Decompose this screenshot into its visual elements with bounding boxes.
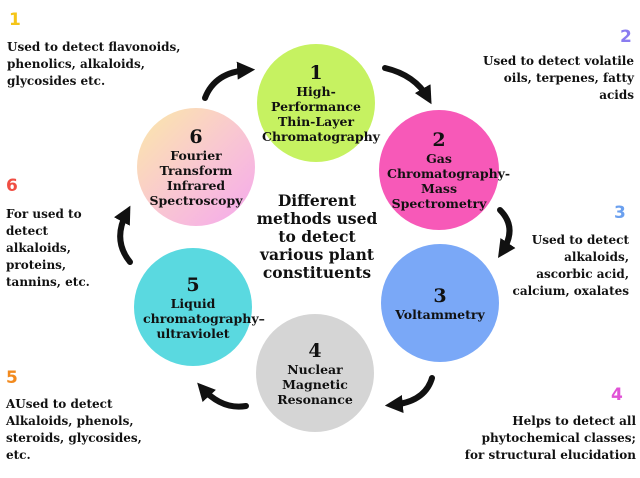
- method-number: 2: [432, 129, 446, 151]
- method-name: Fourier Transform Infrared Spectroscopy: [149, 148, 243, 208]
- side-text-2: Used to detect volatile oils, terpenes, …: [483, 54, 634, 102]
- side-text-1: Used to detect flavonoids, phenolics, al…: [7, 40, 181, 88]
- method-name: Voltammetry: [395, 306, 485, 322]
- method-circle-2: 2 Gas Chromatography-Mass Spectrometry: [379, 110, 511, 230]
- arrow-1-to-2: [382, 65, 432, 105]
- method-number: 3: [433, 284, 447, 307]
- method-number: 6: [189, 126, 203, 148]
- side-text-3: Used to detect alkaloids, ascorbic acid,…: [512, 233, 629, 298]
- method-circle-5: 5 Liquid chromatography–ultraviolet: [134, 248, 265, 366]
- method-name: Gas Chromatography-Mass Spectrometry: [387, 151, 511, 211]
- arrow-6-to-1: [202, 61, 256, 101]
- method-circle-3: 3 Voltammetry: [381, 244, 499, 362]
- method-circle-6: 6 Fourier Transform Infrared Spectroscop…: [137, 108, 255, 226]
- method-number: 5: [186, 273, 200, 296]
- arrow-3-to-4: [384, 375, 435, 413]
- side-text-4: Helps to detect all phytochemical classe…: [464, 414, 636, 462]
- method-number: 4: [308, 339, 322, 362]
- side-text-6: For used to detect alkaloids, proteins, …: [6, 207, 90, 289]
- side-number-5: 5: [6, 368, 18, 388]
- side-number-6: 6: [6, 176, 18, 196]
- side-number-3: 3: [614, 203, 626, 223]
- arrow-5-to-6: [113, 205, 133, 265]
- side-text-5: AUsed to detect Alkaloids, phenols, ster…: [6, 397, 142, 462]
- method-name: High-Performance Thin-Layer Chromatograp…: [262, 84, 380, 144]
- method-circle-1: 1 High-Performance Thin-Layer Chromatogr…: [257, 44, 380, 162]
- method-name: Liquid chromatography–ultraviolet: [143, 295, 265, 341]
- side-number-1: 1: [9, 10, 21, 30]
- center-title: Different methods used to detect various…: [256, 191, 378, 282]
- arrow-2-to-3: [497, 207, 516, 258]
- method-number: 1: [309, 62, 323, 84]
- side-number-2: 2: [620, 27, 632, 47]
- arrow-4-to-5: [197, 382, 249, 410]
- method-circle-4: 4 Nuclear Magnetic Resonance: [256, 314, 374, 432]
- method-name: Nuclear Magnetic Resonance: [277, 361, 353, 407]
- side-number-4: 4: [611, 385, 623, 405]
